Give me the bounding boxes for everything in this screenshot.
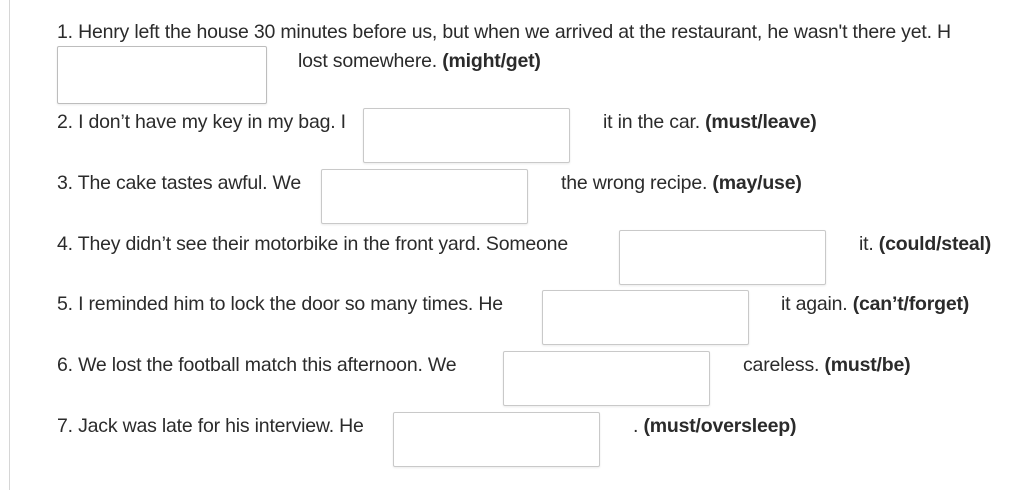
item-6-sentence-start: 6. We lost the football match this after… — [57, 354, 457, 376]
item-7-sentence-start: 7. Jack was late for his interview. He — [57, 415, 364, 437]
item-3-hint: (may/use) — [712, 172, 802, 194]
item-1-after-text: lost somewhere. — [298, 50, 437, 72]
item-1-sentence: 1. Henry left the house 30 minutes befor… — [57, 21, 951, 43]
item-2-sentence-start: 2. I don’t have my key in my bag. I — [57, 111, 346, 133]
item-3-sentence-start: 3. The cake tastes awful. We — [57, 172, 302, 194]
item-6-after-text: careless. — [743, 354, 820, 376]
item-5-sentence-start: 5. I reminded him to lock the door so ma… — [57, 293, 503, 315]
item-2-hint: (must/leave) — [705, 111, 817, 133]
item-4-hint: (could/steal) — [878, 233, 992, 255]
item-4-sentence-start: 4. They didn’t see their motorbike in th… — [57, 233, 568, 255]
item-7-answer-input[interactable] — [393, 412, 600, 467]
item-2-continuation: it in the car. (must/leave) — [603, 110, 817, 134]
item-7-hint: (must/oversleep) — [643, 415, 797, 437]
item-2-after-text: it in the car. — [603, 111, 700, 133]
item-1-answer-input[interactable] — [57, 46, 267, 104]
item-6-hint: (must/be) — [824, 354, 911, 376]
item-5-after-text: it again. — [781, 293, 848, 315]
item-6-answer-input[interactable] — [503, 351, 710, 406]
item-1-hint: (might/get) — [442, 50, 541, 72]
item-3-continuation: the wrong recipe. (may/use) — [561, 171, 802, 195]
item-4-continuation: it. (could/steal) — [859, 232, 991, 256]
item-1-continuation: lost somewhere. (might/get) — [298, 49, 541, 73]
item-7-after-text: . — [633, 415, 639, 437]
item-5-answer-input[interactable] — [542, 290, 749, 345]
item-2-answer-input[interactable] — [363, 108, 570, 163]
item-7-continuation: . (must/oversleep) — [633, 414, 796, 438]
item-4-after-text: it. — [859, 233, 874, 255]
item-4-answer-input[interactable] — [619, 230, 826, 285]
item-5-hint: (can’t/forget) — [852, 293, 970, 315]
item-6-continuation: careless. (must/be) — [743, 353, 911, 377]
left-border-line — [9, 0, 10, 490]
item-3-after-text: the wrong recipe. — [561, 172, 708, 194]
item-5-continuation: it again. (can’t/forget) — [781, 292, 969, 316]
item-3-answer-input[interactable] — [321, 169, 528, 224]
